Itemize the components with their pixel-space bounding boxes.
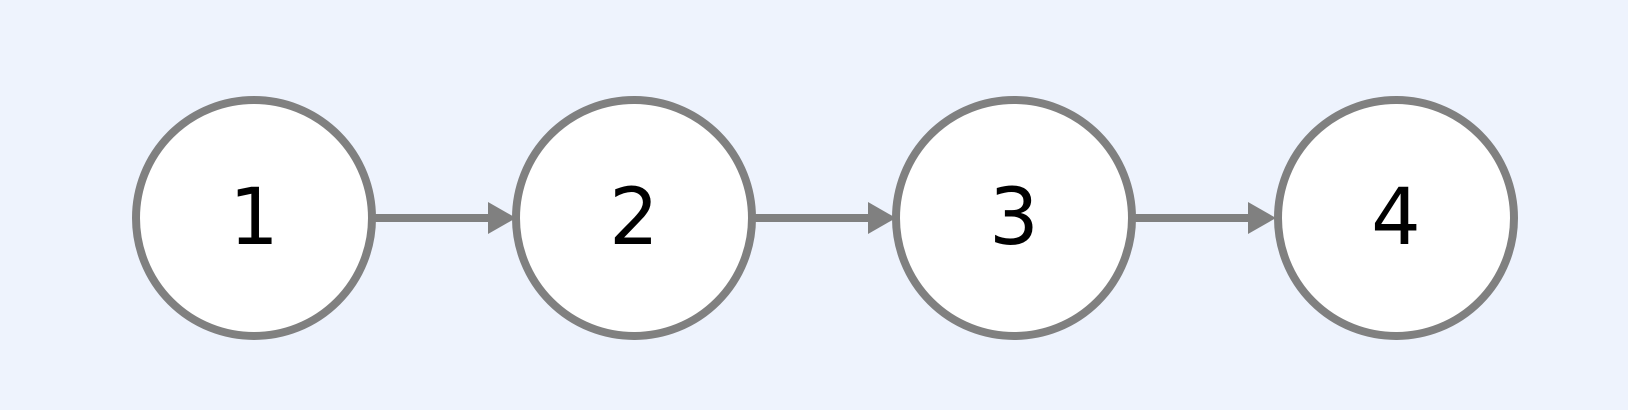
node-circle bbox=[512, 96, 756, 340]
edge-3-to-4 bbox=[1134, 202, 1276, 234]
node-1: 1 bbox=[132, 96, 376, 340]
node-circle bbox=[1274, 96, 1518, 340]
node-label: 3 bbox=[989, 173, 1039, 263]
node-circle bbox=[892, 96, 1136, 340]
nodes-layer: 1 2 3 4 bbox=[132, 96, 1518, 340]
edge-2-to-3 bbox=[754, 202, 896, 234]
node-label: 1 bbox=[229, 173, 279, 263]
arrowhead-icon bbox=[488, 202, 516, 234]
edge-1-to-2 bbox=[374, 202, 516, 234]
arrowhead-icon bbox=[1248, 202, 1276, 234]
node-label: 4 bbox=[1371, 173, 1421, 263]
node-2: 2 bbox=[512, 96, 756, 340]
edges-layer bbox=[374, 202, 1276, 234]
node-3: 3 bbox=[892, 96, 1136, 340]
node-label: 2 bbox=[609, 173, 659, 263]
node-circle bbox=[132, 96, 376, 340]
arrowhead-icon bbox=[868, 202, 896, 234]
node-4: 4 bbox=[1274, 96, 1518, 340]
